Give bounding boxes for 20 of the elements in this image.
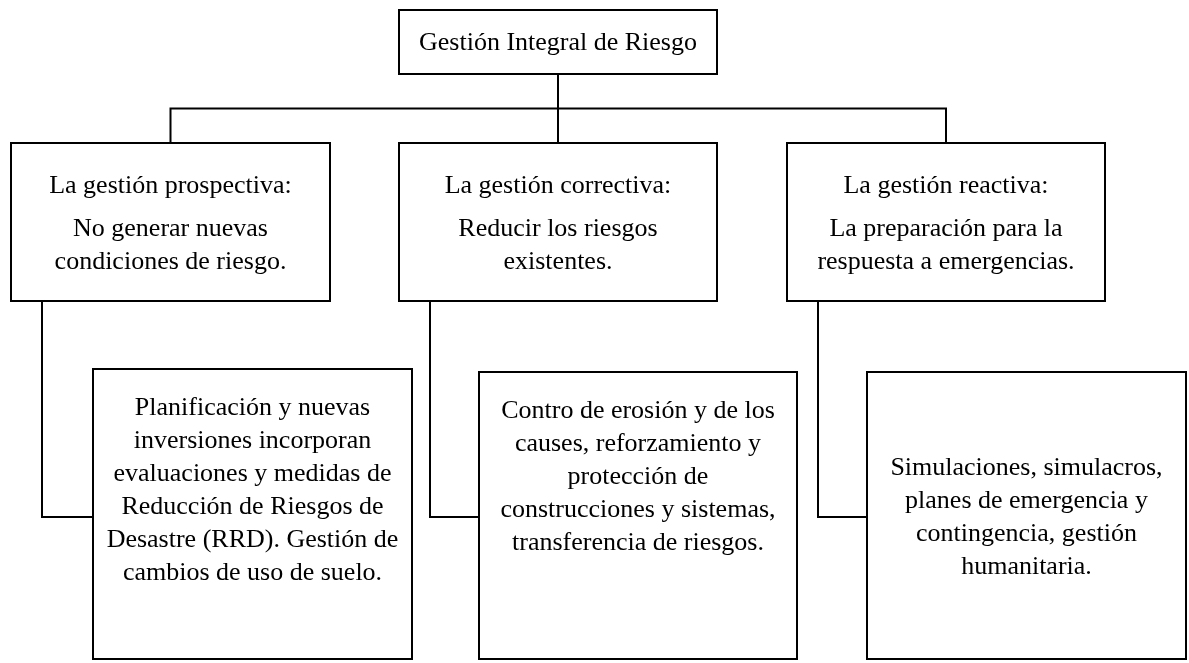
connector-line [817, 301, 867, 518]
box-heading: La gestión reactiva: [843, 168, 1049, 201]
detail-box [92, 368, 413, 660]
box-text: La preparación para la respuesta a emergencias. [816, 211, 1076, 277]
detail-box [478, 371, 798, 660]
box-text: Reducir los riesgos existentes. [457, 211, 659, 277]
category-box [866, 371, 1187, 660]
connector-line [41, 301, 93, 518]
box-heading: La gestión correctiva: [444, 168, 672, 201]
category-box [398, 142, 718, 302]
connector-line [429, 301, 479, 518]
box-text: Contro de erosión y de los causes, reforzamiento y protección de construcciones y sistemas, transferencia de riesgos. [499, 394, 777, 558]
box-text: Gestión Integral de Riesgo [419, 28, 697, 56]
box-heading: La gestión prospectiva: [49, 168, 292, 201]
category-box [786, 142, 1106, 302]
box-text: Planificación y nuevas inversiones incorporan evaluaciones y medidas de Reducción de Riesgos de Desastre (RRD). Gestión de cambios de uso de suelo. [105, 391, 400, 588]
box-text: No generar nuevas condiciones de riesgo. [53, 211, 288, 277]
root-box [398, 9, 718, 75]
category-box [10, 142, 331, 302]
box-text: Simulaciones, simulacros, planes de emergencia y contingencia, gestión humanitaria. [889, 450, 1164, 582]
